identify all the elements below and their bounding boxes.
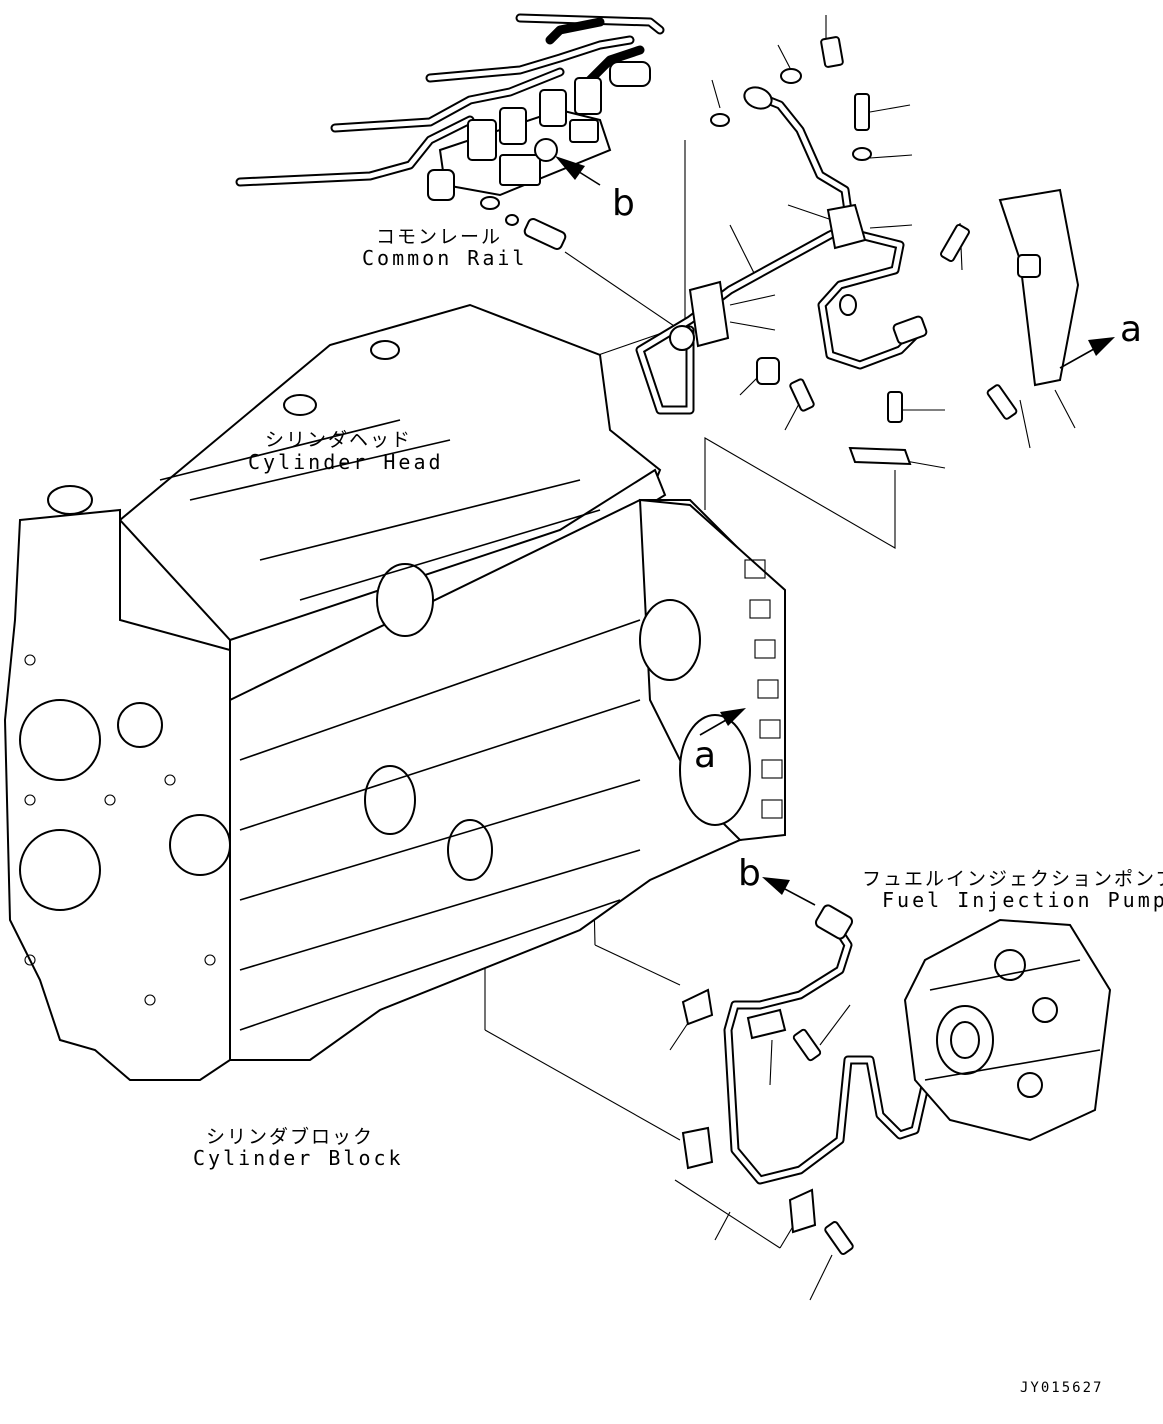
fuel-pipe-upper <box>635 36 1080 466</box>
callout-b-top: b <box>612 183 635 224</box>
fuel-pipe-lower <box>681 904 953 1255</box>
cylinder-head-label-en: Cylinder Head <box>248 450 444 474</box>
fuel-pump-label-en: Fuel Injection Pump <box>882 888 1163 912</box>
common-rail-assembly <box>235 13 681 331</box>
common-rail-label-jp: コモンレール <box>376 226 503 248</box>
cylinder-block-label-jp: シリンダブロック <box>206 1126 375 1148</box>
fuel-injection-pump <box>903 918 1112 1142</box>
engine-outline <box>3 303 787 1081</box>
callout-a-block: a <box>694 735 717 776</box>
cylinder-head-label-jp: シリンダヘッド <box>265 429 413 451</box>
cylinder-block-label-en: Cylinder Block <box>193 1146 404 1170</box>
callout-b-lower: b <box>738 853 761 894</box>
callout-arrows <box>555 156 1115 906</box>
fuel-pump-label-jp: フュエルインジェクションポンプ <box>862 868 1163 890</box>
drawing-reference-code: JY015627 <box>1020 1380 1104 1396</box>
common-rail-label-en: Common Rail <box>362 246 528 270</box>
callout-a-right: a <box>1120 309 1143 350</box>
